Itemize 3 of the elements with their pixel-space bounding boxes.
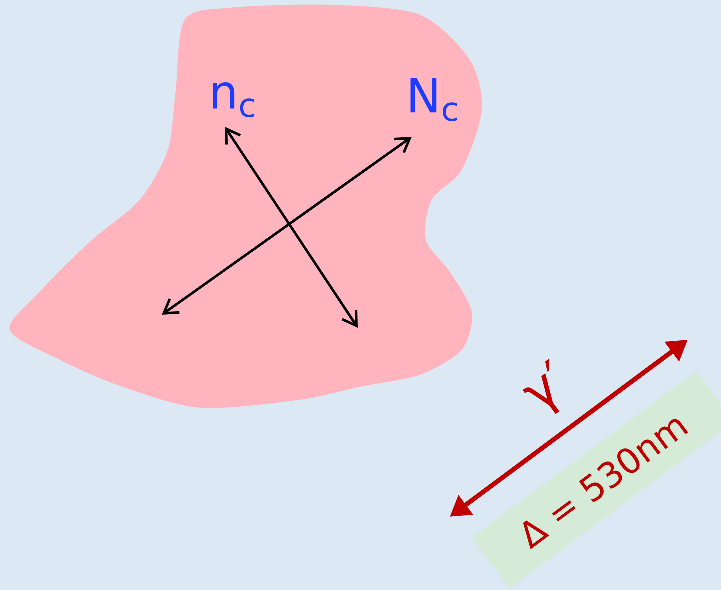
crystal-shape xyxy=(10,4,482,408)
axis-label: n$_{c}$ xyxy=(213,82,255,118)
axis-label: N$_{c}$ xyxy=(410,78,458,122)
